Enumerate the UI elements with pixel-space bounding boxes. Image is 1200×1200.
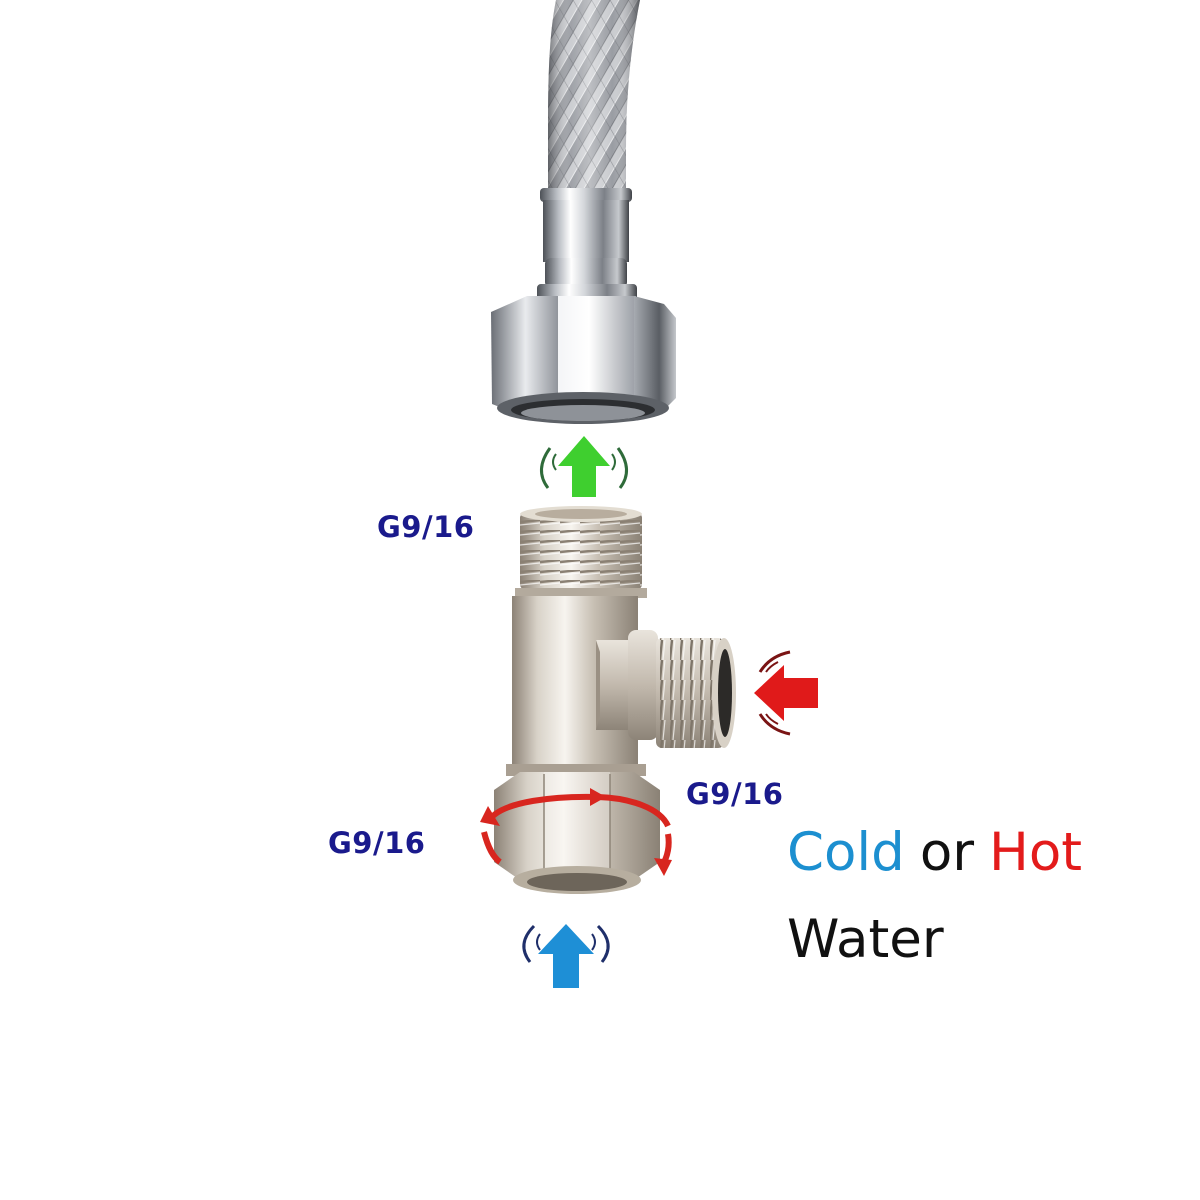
caption-word-water: Water	[787, 909, 944, 970]
chrome-hex-nut-icon	[491, 296, 676, 424]
side-thread-label: G9/16	[686, 777, 784, 811]
arrow-left-icon	[754, 650, 818, 736]
arrow-up-icon	[522, 924, 610, 988]
brass-tee-valve-icon	[494, 506, 736, 894]
hose-ferrule	[537, 188, 637, 304]
rotate-arrow-icon	[480, 788, 672, 876]
top-thread-label: G9/16	[377, 510, 475, 544]
caption-word-or: or	[919, 822, 975, 883]
caption-word-cold: Cold	[787, 822, 905, 883]
arrow-up-icon	[540, 436, 628, 497]
braided-hose-icon	[548, 0, 640, 195]
caption-word-hot: Hot	[989, 822, 1083, 883]
bottom-thread-label: G9/16	[328, 826, 426, 860]
